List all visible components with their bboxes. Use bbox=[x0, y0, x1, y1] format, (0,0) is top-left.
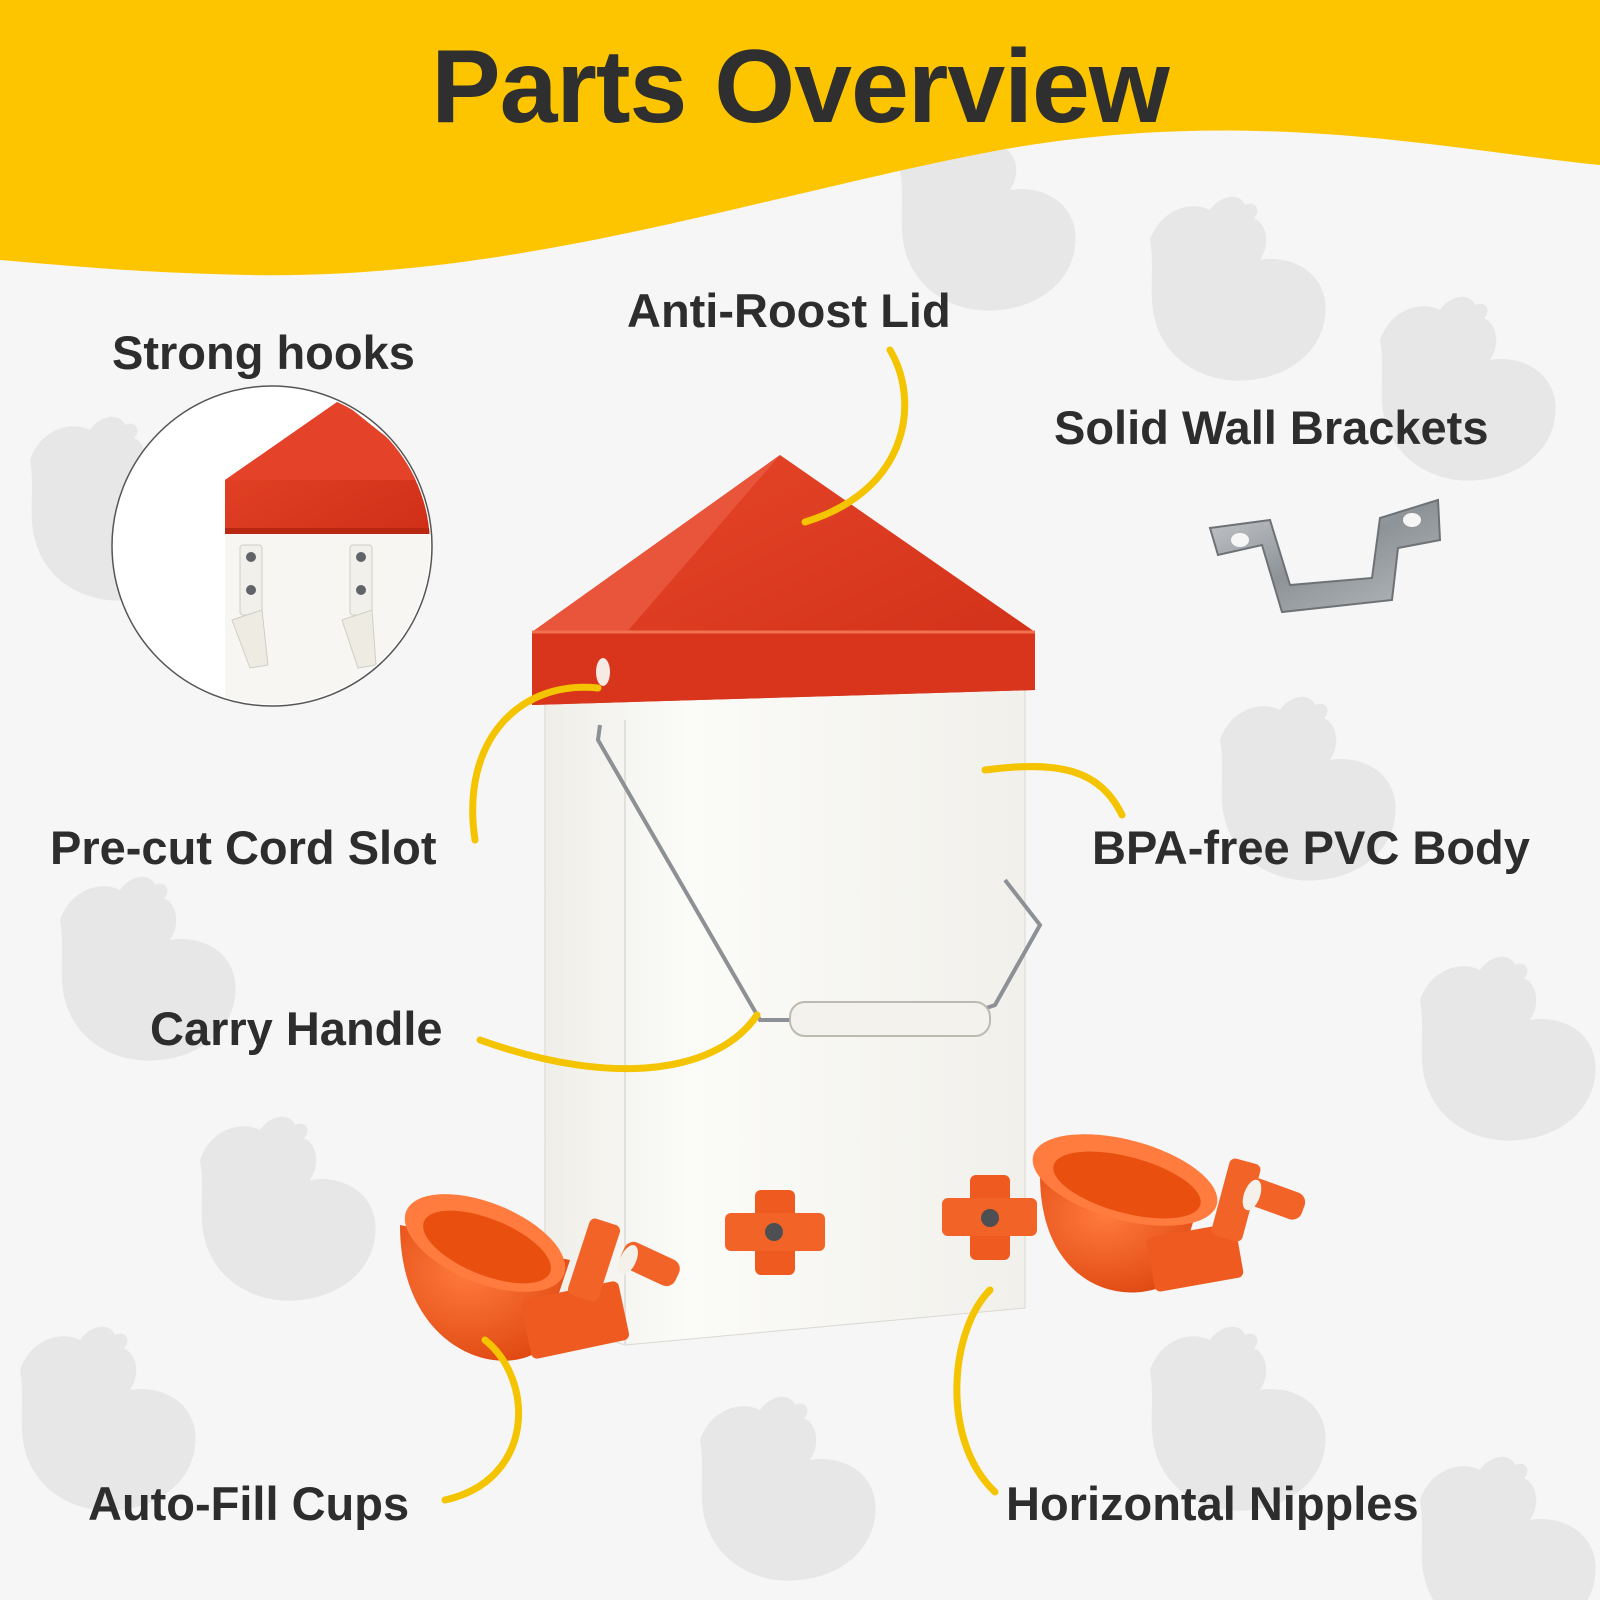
callout-horizontal-nipples bbox=[953, 1286, 999, 1496]
cord-slot bbox=[596, 658, 610, 686]
hook-icon bbox=[231, 544, 269, 669]
nipple-icon bbox=[942, 1175, 1037, 1260]
anti-roost-lid-label: Anti-Roost Lid bbox=[627, 284, 951, 337]
carry-handle bbox=[595, 724, 1043, 1037]
horizontal-nipples-label: Horizontal Nipples bbox=[1006, 1477, 1419, 1530]
feeder bbox=[532, 455, 1043, 1346]
cup-icon bbox=[400, 1194, 680, 1361]
chicken-silhouette-icon bbox=[1420, 956, 1596, 1141]
title-banner bbox=[0, 0, 1600, 276]
auto-fill-cups-label: Auto-Fill Cups bbox=[88, 1477, 410, 1530]
pre-cut-cord-slot-label: Pre-cut Cord Slot bbox=[50, 821, 437, 874]
cup-icon bbox=[1032, 1134, 1306, 1293]
chicken-silhouette-icon bbox=[200, 1116, 376, 1301]
callout-auto-fill-cups bbox=[441, 1336, 523, 1504]
page-title: Parts Overview bbox=[431, 29, 1170, 145]
callout-anti-roost-lid bbox=[801, 346, 909, 526]
bpa-free-pvc-body-label: BPA-free PVC Body bbox=[1092, 821, 1530, 874]
chicken-silhouette-icon bbox=[1150, 196, 1326, 381]
strong-hooks-detail bbox=[111, 385, 433, 707]
chicken-silhouette-icon bbox=[700, 1396, 876, 1581]
strong-hooks-label: Strong hooks bbox=[112, 326, 415, 379]
carry-handle-label: Carry Handle bbox=[150, 1002, 443, 1055]
callout-cord-slot bbox=[469, 683, 602, 844]
nipple-icon bbox=[725, 1190, 825, 1275]
callout-carry-handle bbox=[476, 1011, 761, 1073]
callout-bpa-body bbox=[981, 762, 1126, 819]
anti-roost-lid bbox=[532, 455, 1035, 705]
chicken-silhouette-icon bbox=[1420, 1456, 1596, 1600]
solid-wall-brackets-label: Solid Wall Brackets bbox=[1054, 401, 1489, 454]
callout-lines bbox=[441, 346, 1126, 1504]
wall-bracket-icon bbox=[1208, 498, 1442, 614]
